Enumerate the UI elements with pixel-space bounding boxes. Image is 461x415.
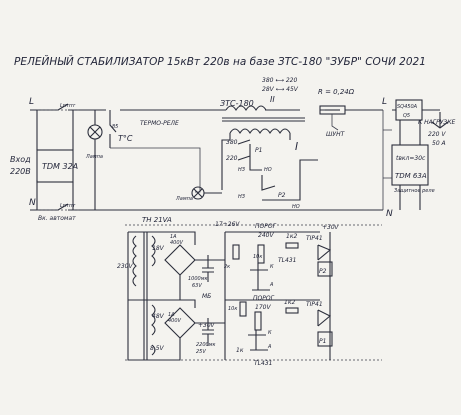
relay-p1-label: P1 [255, 147, 262, 154]
svg-text:К: К [268, 330, 272, 336]
svg-text:8,5V: 8,5V [150, 345, 165, 352]
svg-text:ПОРОГ: ПОРОГ [253, 295, 275, 302]
svg-text:А: А [267, 344, 272, 350]
svg-text:Lrrrrrr: Lrrrrrr [60, 203, 76, 209]
svg-text:НО: НО [264, 167, 272, 173]
capacitor-a: 1000мк 63V МБ [188, 255, 214, 300]
thermo-temp-label: Т°С [118, 134, 133, 143]
v230-label: 230V [117, 263, 133, 270]
svg-text:НЗ: НЗ [238, 167, 246, 173]
svg-text:400V: 400V [170, 240, 184, 246]
svg-text:240V: 240V [258, 232, 274, 239]
label-input: Вход [10, 155, 31, 164]
breaker-in-label: TDM 32A [42, 162, 78, 171]
svg-text:ПОРОГ: ПОРОГ [255, 223, 277, 230]
svg-text:TIP41: TIP41 [306, 301, 323, 308]
breaker-caption: Вк. автомат [38, 215, 76, 222]
lamp2-caption: Лампа [175, 196, 193, 202]
svg-text:НО: НО [292, 204, 300, 210]
svg-text:10к: 10к [253, 254, 262, 260]
winding-II: II [270, 95, 275, 104]
svg-text:2200мк: 2200мк [196, 342, 216, 348]
svg-text:+30v: +30v [322, 224, 339, 231]
ssr-cap: Q5 [403, 113, 410, 119]
svg-text:1к2: 1к2 [286, 233, 297, 240]
winding-voltage-b: 28V ⟷ 45V [262, 86, 299, 93]
shunt-resistance: R = 0,24Ω [318, 88, 355, 96]
svg-text:1000мк: 1000мк [188, 276, 208, 282]
svg-text:К: К [270, 264, 274, 270]
diagram-title: РЕЛЕЙНЫЙ СТАБИЛИЗАТОР 15кВт 220в на базе… [14, 55, 426, 68]
regulator-a: 17÷26V 2к ПОРОГ 240V К А 1к2 TL431 TIP41… [215, 221, 339, 300]
svg-text:TIP41: TIP41 [306, 235, 323, 242]
svg-text:2к: 2к [224, 264, 230, 270]
breaker-out-label: TDM 63A [395, 172, 427, 180]
svg-text:P1: P1 [319, 338, 326, 345]
load-current: 50 A [432, 140, 446, 147]
timer-label: tвкл=30с [396, 155, 426, 162]
svg-text:НЗ: НЗ [238, 194, 246, 200]
indicator-lamp: Лампа [85, 110, 103, 210]
svg-text:TL431: TL431 [254, 360, 272, 367]
ssr-relay: SQ450A Q5 [395, 99, 440, 121]
load-output: К НАГРУЗКЕ 220 V 50 A [418, 112, 456, 147]
svg-text:220: 220 [226, 155, 238, 162]
winding-I: I [295, 141, 298, 153]
svg-text:25V: 25V [196, 349, 206, 355]
svg-text:TL431: TL431 [278, 257, 296, 264]
diode-bridge-a: 1A 400V [164, 231, 225, 301]
label-L-right: L [382, 97, 387, 107]
svg-text:10к: 10к [228, 306, 237, 312]
shunt: R = 0,24Ω ШУНТ [318, 88, 355, 138]
protection-relay: tвкл=30с TDM 63A Защитное реле [382, 110, 435, 210]
control-board-frame [125, 224, 382, 361]
line-L: L Lrrrrrr [29, 97, 396, 111]
svg-text:170V: 170V [255, 304, 271, 311]
relay-p1-contacts: P1 НЗ НО [237, 139, 272, 173]
svg-text:МБ: МБ [202, 293, 211, 300]
ssr-label: SQ450A [397, 104, 418, 110]
relay-p2-contacts: P2 НЗ НО [238, 159, 318, 210]
svg-text:1A: 1A [168, 312, 175, 318]
regulator-b: 10к ПОРОГ 170V К А 1к 1к2 TL431 TIP41 P1 [224, 295, 333, 367]
svg-text:1к: 1к [236, 347, 244, 354]
protect-relay-label: Защитное реле [394, 188, 435, 194]
svg-text:18V: 18V [152, 245, 165, 252]
svg-text:17÷26V: 17÷26V [215, 221, 240, 228]
svg-text:Lrrrrrr: Lrrrrrr [60, 103, 76, 109]
svg-text:1A: 1A [170, 234, 177, 240]
svg-text:48V: 48V [152, 313, 165, 320]
svg-text:P2: P2 [319, 268, 327, 275]
thermo-relay: ТЕРМО-РЕЛЕ 85 Т°С [109, 110, 201, 193]
to-load-label: К НАГРУЗКЕ [418, 119, 456, 126]
label-N-left: N [29, 198, 36, 208]
transformer-label: ЗТС-180 [220, 99, 254, 108]
indicator-lamp-2: Лампа [175, 186, 222, 202]
thermo-relay-label: ТЕРМО-РЕЛЕ [140, 120, 179, 127]
svg-text:+30v: +30v [198, 322, 215, 329]
relay-p2-label: P2 [278, 192, 286, 199]
svg-text:400V: 400V [168, 318, 182, 324]
small-transformer: ТН 21VA 230V 18V 48V 8,5V [117, 216, 175, 361]
svg-text:1к2: 1к2 [284, 299, 295, 306]
load-voltage: 220 V [428, 131, 446, 138]
tr-small-label: ТН 21VA [142, 216, 172, 224]
svg-text:85: 85 [112, 124, 118, 130]
winding-voltage-a: 380 ⟷ 220 [262, 77, 298, 84]
input-breaker: TDM 32A Вк. автомат [36, 109, 80, 222]
lamp-caption: Лампа [85, 154, 103, 160]
svg-text:380: 380 [226, 139, 238, 146]
svg-text:63V: 63V [192, 283, 202, 289]
label-input-voltage: 220В [10, 167, 31, 176]
line-N: N Lrrrrrr [29, 198, 383, 211]
svg-text:А: А [269, 282, 274, 288]
shunt-label: ШУНТ [326, 131, 346, 138]
label-N-right: N [386, 209, 393, 219]
label-L-left: L [29, 97, 34, 107]
transformer-zts180: ЗТС-180 II I 380 ⟷ 220 28V ⟷ 45V 380 220 [220, 77, 305, 190]
diode-bridge-b: 1A 400V [164, 299, 225, 361]
capacitor-b: +30v 2200мк 25V [196, 318, 216, 355]
